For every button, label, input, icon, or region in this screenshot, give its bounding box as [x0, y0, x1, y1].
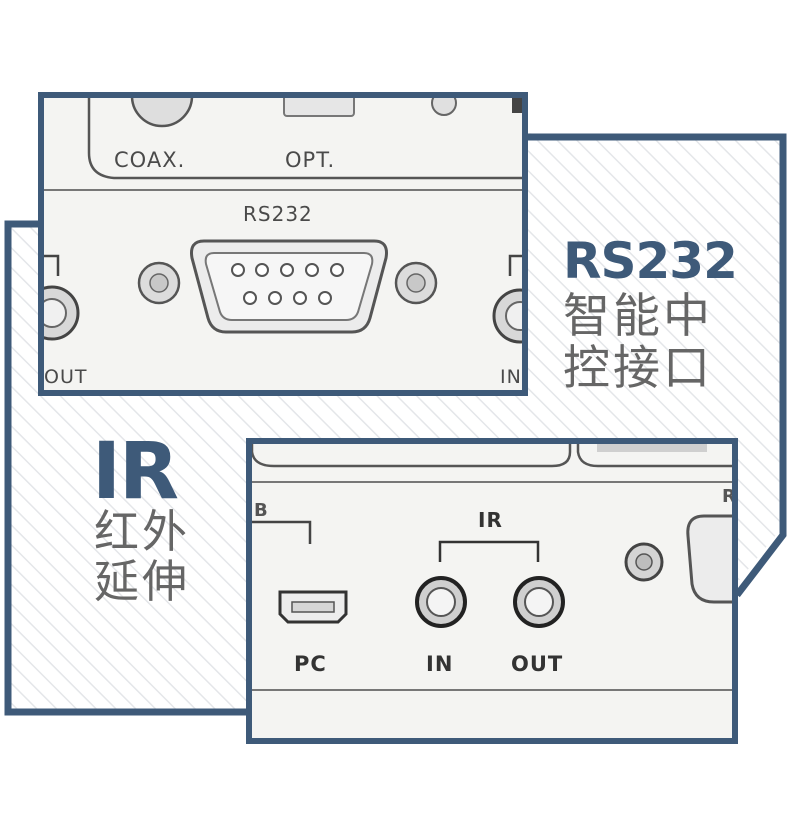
ir-caption-line2: 延伸 — [94, 555, 191, 608]
screw-partial-inner — [635, 553, 653, 571]
right-jack-hole — [505, 301, 522, 331]
ir-out-label: OUT — [511, 652, 564, 676]
in-label: IN — [500, 366, 522, 388]
right-bracket — [508, 254, 522, 276]
outer-frame-line-right — [525, 133, 787, 598]
coax-jack-partial — [130, 98, 194, 128]
ir-in-label: IN — [426, 652, 454, 676]
rs232-port-label: RS232 — [243, 202, 313, 226]
rs232-heading: RS232 — [563, 232, 738, 290]
rs232-panel-drawing — [44, 98, 522, 344]
pc-label: PC — [294, 652, 327, 676]
ir-caption-line1: 红外 — [94, 505, 191, 558]
top-recess-outline — [87, 98, 522, 180]
ir-heading: IR — [92, 427, 179, 517]
db9-pins — [231, 263, 344, 305]
ir-photo-panel: B R IR PC IN OUT — [246, 438, 738, 744]
db9-partial-shell — [686, 514, 732, 604]
left-jack-hole — [44, 298, 67, 328]
usb-bracket — [252, 520, 312, 544]
rs232-caption-line2: 控接口 — [563, 341, 713, 396]
rs232-partial-letter: R — [722, 486, 732, 507]
screw-partial — [431, 98, 457, 116]
opt-port-partial — [283, 98, 355, 117]
opt-label: OPT. — [285, 148, 336, 172]
rs232-caption-line1: 智能中 — [563, 289, 713, 344]
db9-left-screw-inner — [149, 273, 169, 293]
ir-out-jack-hole — [524, 587, 554, 617]
ir-panel-drawing: B R — [252, 444, 732, 691]
top-recess-left — [252, 444, 572, 468]
coax-label: COAX. — [114, 148, 186, 172]
out-label: OUT — [44, 366, 88, 388]
dark-edge — [512, 98, 522, 113]
db9-right-screw-inner — [406, 273, 426, 293]
ir-bracket — [438, 540, 540, 562]
db9-inner — [204, 252, 374, 321]
mini-usb-inner — [291, 601, 335, 613]
ir-label: IR — [478, 508, 503, 532]
outer-frame-line — [4, 220, 255, 716]
rs232-photo-panel: COAX. OPT. RS232 OUT IN — [38, 92, 528, 396]
left-bracket — [44, 254, 60, 276]
top-partial-text-mark — [597, 444, 707, 452]
ir-in-jack-hole — [426, 587, 456, 617]
top-recess-right — [576, 444, 732, 468]
usb-partial-letter: B — [254, 500, 268, 521]
